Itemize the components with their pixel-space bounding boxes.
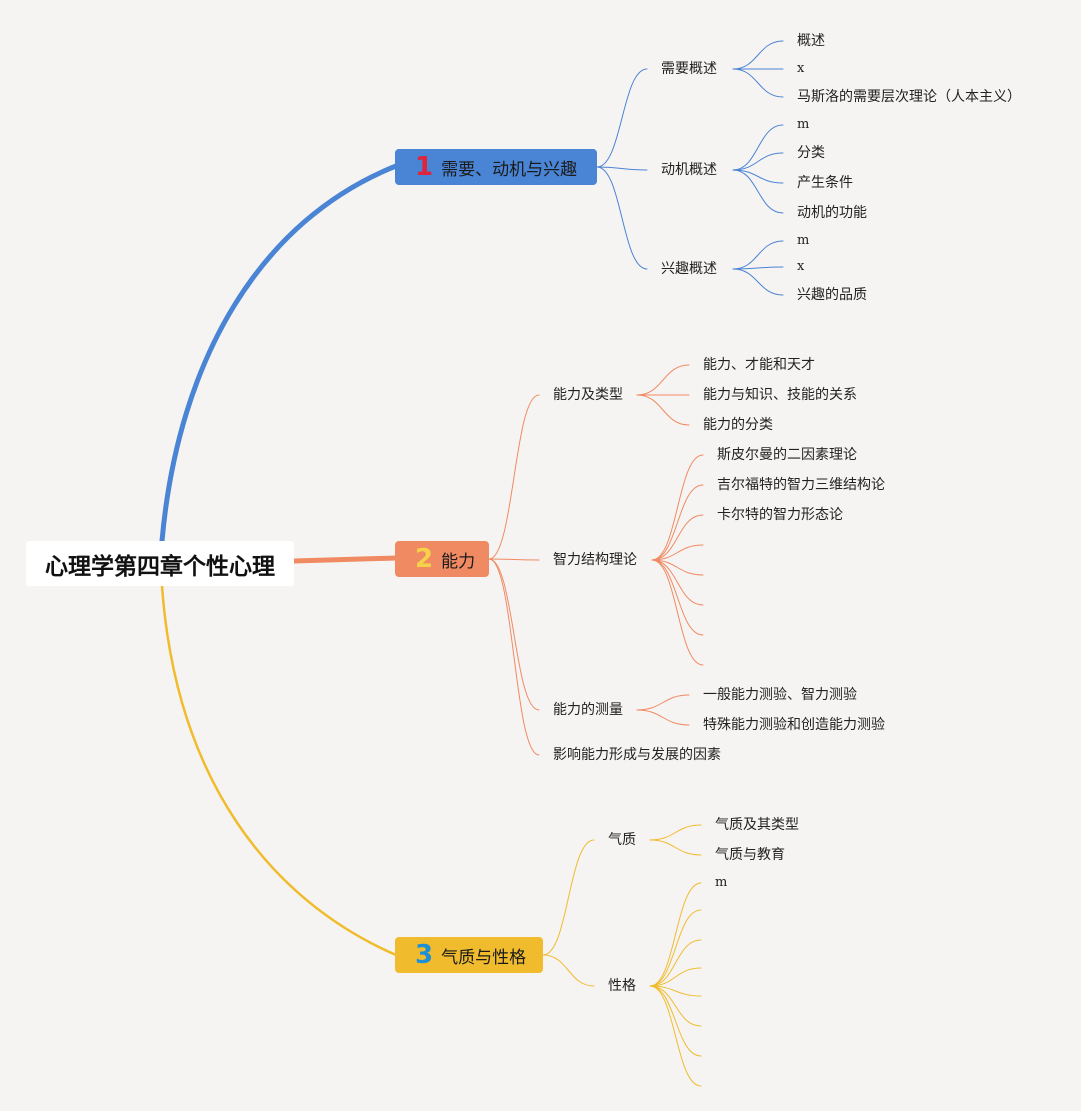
leaf-branch-line xyxy=(651,544,704,561)
leaf-topic[interactable]: 气质及其类型 xyxy=(715,817,799,833)
leaf-topic[interactable]: x xyxy=(797,259,805,274)
leaf-branch-line xyxy=(651,559,704,666)
leaf-topic[interactable]: 马斯洛的需要层次理论（人本主义） xyxy=(797,89,1021,105)
main-branch-line-2 xyxy=(291,555,399,564)
leaf-branch-line xyxy=(636,364,690,396)
leaf-topic[interactable]: 动机的功能 xyxy=(797,205,867,221)
sub-branch-line xyxy=(488,394,540,560)
leaf-topic[interactable]: x xyxy=(797,61,805,76)
leaf-topic[interactable]: 能力、才能和天才 xyxy=(703,357,815,373)
main-topic-3[interactable]: 3 气质与性格 xyxy=(395,937,543,973)
sub-branch-line xyxy=(488,558,540,711)
sub-branch-line xyxy=(596,166,648,171)
leaf-branch-line xyxy=(651,559,704,576)
leaf-branch-line xyxy=(651,559,704,606)
leaf-branch-line xyxy=(732,40,784,70)
leaf-branch-line xyxy=(651,484,704,561)
sub-branch-line xyxy=(488,558,540,561)
leaf-branch-line xyxy=(649,909,702,987)
subtopic-ability-types[interactable]: 能力及类型 xyxy=(553,387,623,403)
root-topic[interactable]: 心理学第四章个性心理 xyxy=(26,541,294,586)
main-topic-1-label: 需要、动机与兴趣 xyxy=(441,159,578,180)
leaf-branch-line xyxy=(732,152,784,171)
leaf-topic[interactable]: 兴趣的品质 xyxy=(797,287,867,303)
leaf-topic[interactable]: 特殊能力测验和创造能力测验 xyxy=(703,717,885,733)
leaf-branch-line xyxy=(732,68,784,98)
leaf-branch-line xyxy=(649,824,702,841)
main-topic-2-label: 能力 xyxy=(441,551,476,572)
leaf-branch-line xyxy=(732,240,784,270)
topic-number-3: 3 xyxy=(415,940,434,970)
leaf-topic[interactable]: 能力与知识、技能的关系 xyxy=(703,387,857,403)
leaf-branch-line xyxy=(732,266,784,270)
subtopic-temperament[interactable]: 气质 xyxy=(608,832,636,848)
leaf-branch-line xyxy=(732,124,784,171)
sub-branch-line xyxy=(596,166,648,270)
leaf-branch-line xyxy=(732,169,784,214)
subtopic-ability-factors[interactable]: 影响能力形成与发展的因素 xyxy=(553,747,721,763)
leaf-topic[interactable]: 能力的分类 xyxy=(703,417,773,433)
main-topic-2[interactable]: 2 能力 xyxy=(395,541,489,577)
root-topic-label: 心理学第四章个性心理 xyxy=(45,553,275,580)
leaf-branch-line xyxy=(649,839,702,856)
leaf-topic[interactable]: 卡尔特的智力形态论 xyxy=(717,507,843,523)
leaf-branch-line xyxy=(649,967,702,987)
sub-branch-line xyxy=(542,954,595,987)
leaf-branch-line xyxy=(636,709,690,726)
leaf-branch-line xyxy=(651,454,704,561)
subtopic-motivation-overview[interactable]: 动机概述 xyxy=(661,162,717,178)
leaf-branch-line xyxy=(651,514,704,561)
leaf-topic[interactable]: 分类 xyxy=(797,145,825,161)
topic-number-2: 2 xyxy=(415,544,434,574)
leaf-topic[interactable]: 吉尔福特的智力三维结构论 xyxy=(717,477,885,493)
subtopic-interest-overview[interactable]: 兴趣概述 xyxy=(661,261,717,277)
main-branch-line-1 xyxy=(159,163,399,544)
topic-number-1: 1 xyxy=(415,152,434,182)
leaf-branch-line xyxy=(649,985,702,1027)
sub-branch-line xyxy=(488,558,540,756)
sub-branch-line xyxy=(596,68,648,168)
main-topic-1[interactable]: 1 需要、动机与兴趣 xyxy=(395,149,597,185)
leaf-topic[interactable]: 一般能力测验、智力测验 xyxy=(703,687,857,703)
sub-branch-line xyxy=(542,839,595,956)
leaf-branch-line xyxy=(649,882,702,987)
main-branch-line-3 xyxy=(160,584,398,957)
main-topic-3-label: 气质与性格 xyxy=(441,947,527,968)
leaf-topic[interactable]: m xyxy=(797,233,810,248)
leaf-topic[interactable]: 斯皮尔曼的二因素理论 xyxy=(717,447,857,463)
leaf-branch-line xyxy=(651,559,704,636)
leaf-topic[interactable]: 产生条件 xyxy=(797,175,853,191)
leaf-branch-line xyxy=(649,985,702,1087)
leaf-topic[interactable]: m xyxy=(715,875,728,890)
leaf-topic[interactable]: 概述 xyxy=(797,33,825,49)
subtopic-ability-measurement[interactable]: 能力的测量 xyxy=(553,702,623,718)
subtopic-need-overview[interactable]: 需要概述 xyxy=(661,61,717,77)
leaf-branch-line xyxy=(649,939,702,987)
subtopic-intelligence-theory[interactable]: 智力结构理论 xyxy=(553,552,637,568)
leaf-topic[interactable]: m xyxy=(797,117,810,132)
subtopic-character[interactable]: 性格 xyxy=(608,978,636,994)
leaf-topic[interactable]: 气质与教育 xyxy=(715,847,785,863)
leaf-branch-line xyxy=(636,394,690,426)
leaf-branch-line xyxy=(732,268,784,296)
leaf-branch-line xyxy=(649,985,702,1057)
leaf-branch-line xyxy=(636,694,690,711)
